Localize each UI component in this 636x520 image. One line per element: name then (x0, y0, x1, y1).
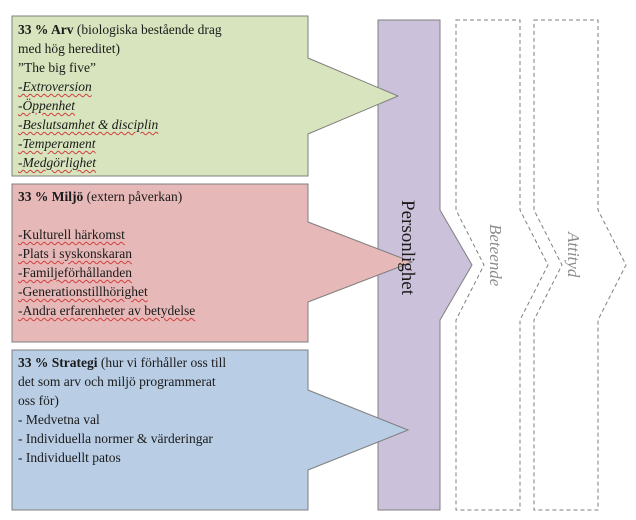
heredity-item: -Medgörlighet (18, 155, 96, 170)
strategy-heading-rest: (hur vi förhåller oss till (97, 355, 227, 370)
heredity-line3: ”The big five” (18, 60, 96, 75)
heredity-line2: med hög hereditet) (18, 41, 120, 56)
strategy-line2: det som arv och miljö programmerat (18, 374, 216, 389)
environment-item: -Generationstillhörighet (18, 284, 148, 299)
environment-heading: 33 % Miljö (18, 189, 84, 204)
heredity-item: -Temperament (18, 136, 96, 151)
strategy-item: - Individuella normer & värderingar (18, 431, 213, 446)
heredity-text: 33 % Arv (biologiska bestående drag med … (18, 20, 222, 172)
strategy-text: 33 % Strategi (hur vi förhåller oss till… (18, 353, 226, 467)
environment-heading-rest: (extern påverkan) (83, 189, 183, 204)
heredity-callout (11, 15, 400, 177)
heredity-item: -Öppenhet (18, 98, 75, 113)
environment-callout (11, 183, 414, 343)
heredity-item: -Extroversion (18, 79, 92, 94)
environment-item: -Plats i syskonskaran (18, 246, 132, 261)
behavior-arrow (455, 19, 549, 511)
personality-arrow (377, 19, 473, 511)
attitude-arrow (533, 19, 627, 511)
heredity-item: -Beslutsamhet & disciplin (18, 117, 159, 132)
heredity-heading: 33 % Arv (18, 22, 74, 37)
strategy-line3: oss för) (18, 393, 59, 408)
environment-text: 33 % Miljö (extern påverkan) -Kulturell … (18, 187, 195, 320)
environment-item: -Kulturell härkomst (18, 227, 125, 242)
environment-spacer (18, 206, 195, 225)
heredity-heading-rest: (biologiska bestående drag (73, 22, 222, 37)
strategy-item: - Individuellt patos (18, 450, 121, 465)
strategy-item: - Medvetna val (18, 412, 100, 427)
environment-item: -Familjeförhållanden (18, 265, 132, 280)
attitude-label: Attityd (564, 232, 583, 278)
behavior-label: Beteende (486, 224, 505, 287)
personality-label: Personlighet (397, 200, 418, 295)
strategy-callout (11, 349, 410, 511)
environment-item: -Andra erfarenheter av betydelse (18, 303, 196, 318)
strategy-heading: 33 % Strategi (18, 355, 98, 370)
